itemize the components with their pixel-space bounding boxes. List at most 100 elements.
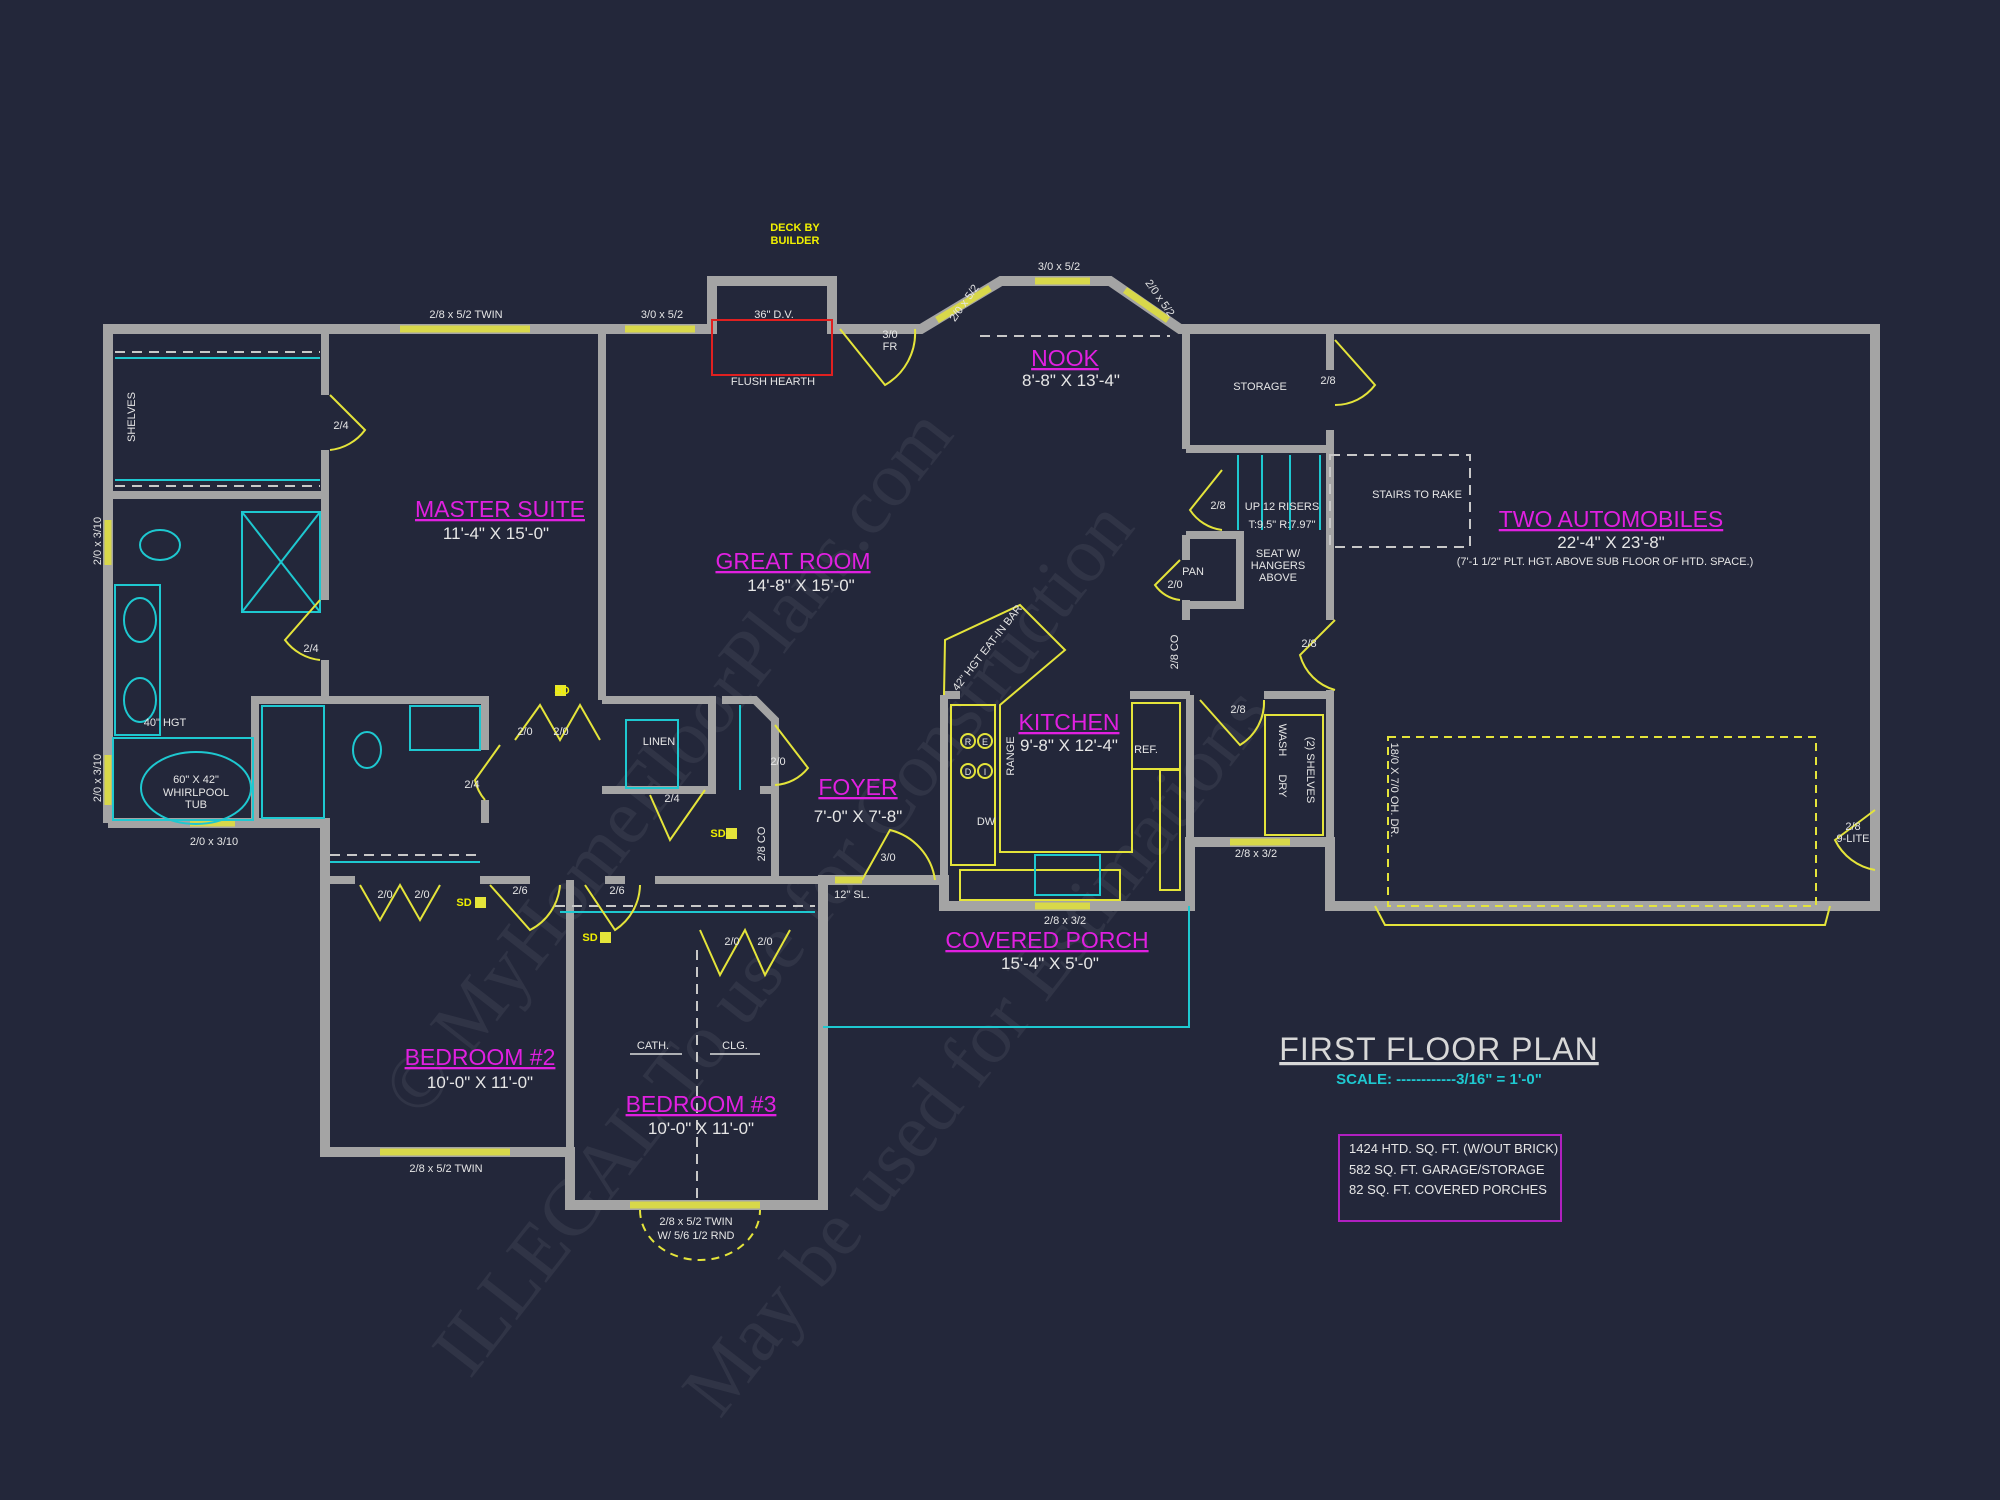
plan-line <box>977 733 993 749</box>
plan-label: 7'-0" X 7'-8" <box>814 807 903 826</box>
plan-label: FLUSH HEARTH <box>731 376 815 388</box>
plan-line <box>283 599 321 661</box>
plan-line <box>251 696 489 823</box>
plan-label: 3/0 x 5/2 <box>1038 261 1080 273</box>
plan-line <box>584 884 641 932</box>
plan-label: REF. <box>1134 744 1158 756</box>
plan-label: 3/0 <box>880 852 895 864</box>
plan-line <box>1153 559 1181 601</box>
plan-label: 2/8 CO <box>1169 634 1181 669</box>
plan-label: 2/0 <box>553 726 568 738</box>
plan-label: DRY <box>1276 774 1288 798</box>
plan-label: 2/4 <box>464 779 479 791</box>
plan-label: 582 SQ. FT. GARAGE/STORAGE <box>1349 1162 1545 1177</box>
plan-title: FIRST FLOOR PLAN <box>1279 1031 1598 1067</box>
plan-line <box>1188 469 1223 531</box>
plan-label: E <box>982 737 988 747</box>
doors <box>283 328 1876 978</box>
plan-label: 2/0 x 5/2 <box>948 283 982 324</box>
plan-label: 2/8 <box>1301 638 1316 650</box>
plan-label: SEAT W/ <box>1256 548 1301 560</box>
plan-label: 1424 HTD. SQ. FT. (W/OUT BRICK) <box>1349 1141 1558 1156</box>
plan-line <box>960 733 976 749</box>
plan-label: BUILDER <box>771 235 820 247</box>
plan-label: CATH. <box>637 1040 669 1052</box>
plan-label: 2/8 CO <box>756 826 768 861</box>
plan-scale: SCALE: ------------3/16" = 1'-0" <box>1336 1071 1542 1088</box>
plan-line <box>1186 531 1244 609</box>
plan-label: (7'-1 1/2" PLT. HGT. ABOVE SUB FLOOR OF … <box>1457 556 1754 568</box>
plan-label: R <box>965 737 972 747</box>
plan-label: 2/8 x 3/2 <box>1044 915 1086 927</box>
plan-label: 2/0 <box>770 756 785 768</box>
plan-label: 2/0 <box>757 936 772 948</box>
toilet-icon <box>139 529 181 561</box>
plan-line <box>359 882 441 923</box>
plan-label: W/ 5/6 1/2 RND <box>657 1230 734 1242</box>
plan-line <box>1374 905 1831 926</box>
plan-label: HANGERS <box>1251 560 1305 572</box>
plan-line <box>943 603 1133 853</box>
plan-label: 36" D.V. <box>754 309 794 321</box>
plan-line <box>977 763 993 779</box>
plan-line <box>960 763 976 779</box>
windows <box>104 277 1290 1209</box>
plan-label: 2/8 x 5/2 TWIN <box>429 309 502 321</box>
plan-label: 10'-0" X 11'-0" <box>427 1073 533 1092</box>
plan-label: 2/8 <box>1230 704 1245 716</box>
plan-label: 18/0 X 7/0 OH. DR. <box>1388 743 1400 838</box>
room-name-porch: COVERED PORCH <box>945 927 1148 953</box>
plan-line <box>329 394 367 451</box>
plan-line <box>625 719 679 789</box>
plan-line <box>1199 699 1266 747</box>
room-name-bedroom-3: BEDROOM #3 <box>626 1091 777 1117</box>
room-name-great-room: GREAT ROOM <box>715 548 870 574</box>
plan-line <box>935 285 992 323</box>
plan-label: 2/6 <box>512 885 527 897</box>
plan-label: T:9.5" R:7.97" <box>1248 519 1315 531</box>
plan-label: UP 12 RISERS <box>1245 501 1319 513</box>
plan-label: I <box>984 767 987 777</box>
smoke-detector-icon <box>475 897 486 908</box>
plan-label: WHIRLPOOL <box>163 787 229 799</box>
plan-label: SD <box>582 932 597 944</box>
plan-line <box>1298 619 1336 691</box>
plan-label: 2/0 x 3/10 <box>190 836 238 848</box>
smoke-detector-icon <box>600 932 611 943</box>
plan-line <box>839 328 917 387</box>
plan-label: DECK BY <box>770 222 820 234</box>
plan-line <box>722 696 779 794</box>
room-name-bedroom-2: BEDROOM #2 <box>405 1044 556 1070</box>
plan-label: 3/0 <box>882 329 897 341</box>
fireplace-hearth <box>711 319 833 376</box>
plan-label: STAIRS TO RAKE <box>1372 489 1462 501</box>
plan-label: 40" HGT <box>144 717 187 729</box>
plan-label: 2/0 x 3/10 <box>92 517 104 565</box>
plan-label: WASH <box>1276 724 1288 757</box>
overhead-door <box>1387 736 1817 907</box>
plan-label: 2/0 <box>517 726 532 738</box>
plan-label: LINEN <box>643 736 675 748</box>
plan-line <box>639 1209 761 1261</box>
sink-icon <box>123 677 157 723</box>
plan-label: 2/8 x 3/2 <box>1235 848 1277 860</box>
plan-label: (2) SHELVES <box>1304 737 1316 803</box>
plan-label: SD <box>554 685 569 697</box>
plan-line <box>959 869 1121 901</box>
plan-label: SD <box>710 828 725 840</box>
plan-line <box>514 702 601 743</box>
plan-line <box>1122 287 1171 323</box>
room-name-master: MASTER SUITE <box>415 496 585 522</box>
smoke-detector-icon <box>726 828 737 839</box>
plan-label: 2/0 x 3/10 <box>92 754 104 802</box>
plan-line <box>114 584 161 736</box>
plan-label: 2/8 <box>1210 500 1225 512</box>
plan-label: DW <box>977 816 996 828</box>
plan-label: 82 SQ. FT. COVERED PORCHES <box>1349 1182 1547 1197</box>
plan-label: SD <box>456 897 471 909</box>
plan-label: PAN <box>1182 566 1204 578</box>
plan-line <box>602 696 716 794</box>
plan-line <box>823 906 1190 1028</box>
plan-label: 22'-4" X 23'-8" <box>1557 533 1664 552</box>
plan-line <box>950 704 996 866</box>
